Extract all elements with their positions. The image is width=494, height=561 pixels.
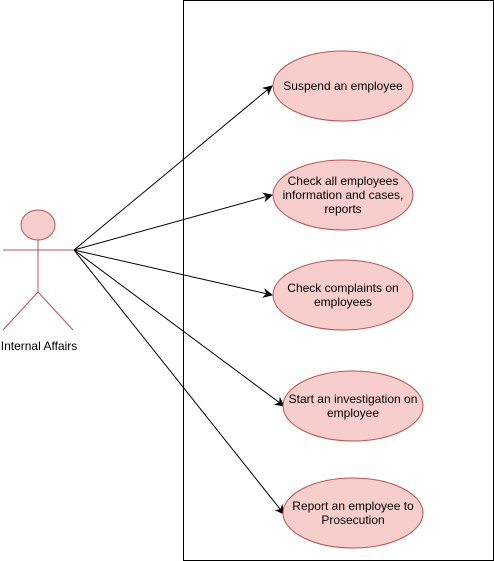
actor-leg-right: [37, 291, 74, 331]
use-case-label-report: Report an employee to Prosecution: [292, 499, 414, 527]
actor-head: [20, 209, 56, 241]
association-line-4: [73, 249, 285, 407]
use-case-ellipse-2[interactable]: [272, 159, 414, 231]
use-case-ellipse-4[interactable]: [282, 370, 424, 442]
association-line-3: [73, 249, 273, 298]
use-case-ellipse-1[interactable]: [272, 50, 414, 122]
use-case-label-check-info: Check all employees information and case…: [282, 174, 404, 216]
actor-figure[interactable]: [2, 209, 74, 331]
association-line-5: [73, 249, 285, 515]
actor-leg-left: [2, 291, 39, 331]
use-case-label-investigation: Start an investigation on employee: [288, 392, 418, 420]
use-case-ellipse-5[interactable]: [282, 477, 424, 549]
actor-name: Internal Affairs: [0, 339, 78, 353]
use-case-label-suspend: Suspend an employee: [283, 79, 403, 93]
association-line-2: [73, 192, 273, 251]
associations: [73, 85, 285, 515]
association-line-1: [73, 85, 273, 251]
use-case-shapes: [272, 50, 424, 549]
use-case-ellipse-3[interactable]: [272, 259, 414, 331]
use-case-label-check-complaints: Check complaints on employees: [287, 281, 399, 309]
